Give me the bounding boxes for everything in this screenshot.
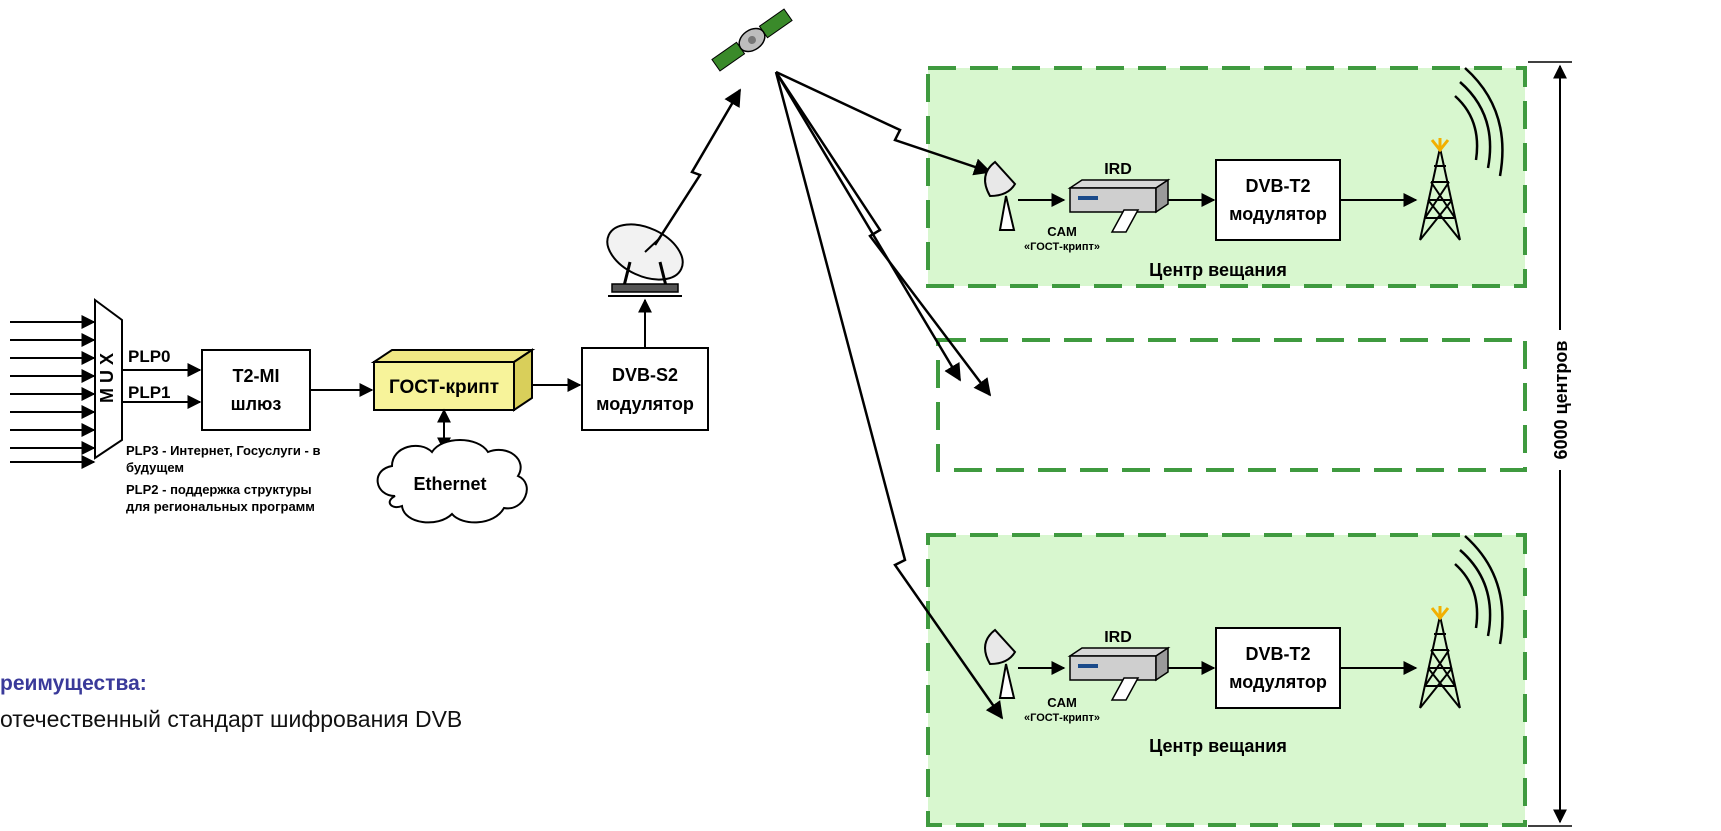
broadcast-center-bottom: IRD CAM «ГОСТ-крипт» DVB-T2 модулятор Це… [984, 535, 1504, 756]
cam-label-top: CAM [1047, 224, 1077, 239]
receive-dish-icon [984, 628, 1017, 699]
advantages-item: отечественный стандарт шифрования DVB [0, 706, 463, 732]
advantages-title: реимущества: [0, 672, 147, 695]
downlink-bolts [774, 70, 1004, 720]
dvbt2-label-bottom: DVB-T2 [1245, 644, 1310, 664]
plp2-note-line1: PLP2 - поддержка структуры [126, 482, 312, 497]
transmitter-tower-icon [1419, 535, 1504, 709]
ird-receiver-icon [1067, 178, 1171, 233]
mux-block: M U X [94, 298, 123, 460]
gateway-line2: шлюз [231, 394, 282, 414]
plp1-label: PLP1 [128, 383, 171, 402]
plp2-note-line2: для региональных программ [126, 499, 315, 514]
ird-label-top: IRD [1104, 161, 1132, 178]
center-caption-bottom: Центр вещания [1149, 736, 1287, 756]
cam-label-bottom: CAM [1047, 695, 1077, 710]
dvbt2-label-top: DVB-T2 [1245, 176, 1310, 196]
t2mi-gateway-block: T2-MI шлюз [201, 349, 311, 431]
uplink-link-bolt [653, 88, 742, 246]
satellite-icon [711, 8, 793, 72]
scale-label: 6000 центров [1551, 341, 1571, 460]
receive-dish-icon [984, 160, 1017, 231]
plp-arrows [122, 363, 202, 409]
transmitter-tower-icon [1419, 67, 1504, 241]
dvbt2-modulator-top [1215, 159, 1341, 241]
mux-input-arrows [10, 315, 96, 469]
dvbs2-modulator-block: DVB-S2 модулятор [581, 347, 709, 431]
dvbt2-sub-label-top: модулятор [1229, 204, 1327, 224]
center-caption-top: Центр вещания [1149, 260, 1287, 280]
ethernet-cloud: Ethernet [376, 439, 528, 524]
centers-count-scale: 6000 центров [1528, 61, 1574, 827]
plp3-note-line1: PLP3 - Интернет, Госуслуги - в [126, 443, 320, 458]
broadcast-center-zone-middle [936, 338, 1527, 472]
gateway-line1: T2-MI [233, 366, 280, 386]
mux-label: M U X [97, 353, 117, 403]
dvbs2-line2: модулятор [596, 394, 694, 414]
uplink-dish-icon [606, 223, 684, 297]
broadcast-center-top: IRD CAM «ГОСТ-крипт» DVB-T2 модулятор Це… [984, 67, 1504, 280]
ethernet-label: Ethernet [413, 474, 486, 494]
dvbs2-line1: DVB-S2 [612, 365, 678, 385]
cam-sub-label-top: «ГОСТ-крипт» [1024, 241, 1100, 253]
cam-sub-label-bottom: «ГОСТ-крипт» [1024, 712, 1100, 724]
ird-receiver-icon [1067, 646, 1171, 701]
gost-encryptor-block: ГОСТ-крипт [370, 348, 536, 412]
dvbt2-modulator-bottom [1215, 627, 1341, 709]
dvbt2-sub-label-bottom: модулятор [1229, 672, 1327, 692]
advantages-block: реимущества: отечественный стандарт шифр… [0, 672, 462, 733]
plp3-note-line2: будущем [126, 460, 184, 475]
plp0-label: PLP0 [128, 347, 171, 366]
encryptor-label: ГОСТ-крипт [389, 377, 499, 398]
ird-label-bottom: IRD [1104, 629, 1132, 646]
